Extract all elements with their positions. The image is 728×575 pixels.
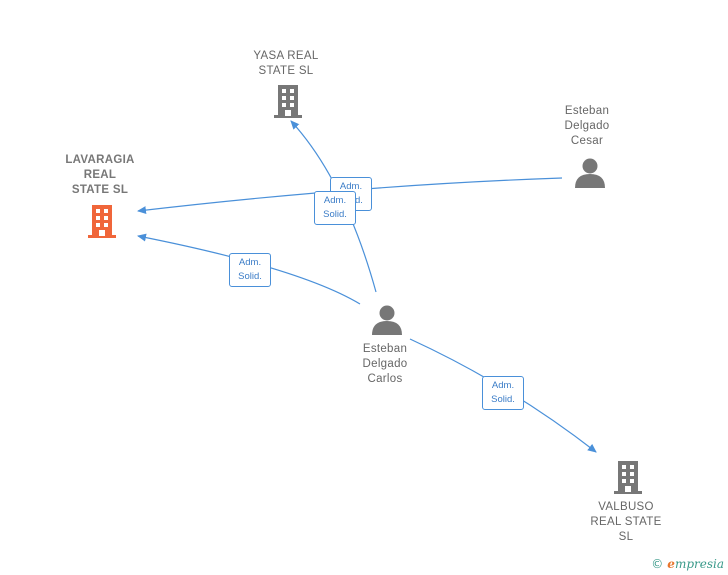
edge-label-type: Solid. <box>238 271 262 282</box>
brand-footer: ©empresia <box>651 557 724 571</box>
person-icon-esteban-cesar[interactable] <box>575 158 605 189</box>
building-icon-lavaragia[interactable] <box>88 205 116 238</box>
edge-carlos-to-lavaragia <box>137 233 361 305</box>
edge-label-type: Solid. <box>491 394 515 405</box>
brand-logo-name: mpresia <box>674 557 724 571</box>
building-icon-valbuso[interactable] <box>614 461 642 494</box>
edge-label-role: Adm. <box>491 380 515 391</box>
edge-label-role: Adm. <box>238 257 262 268</box>
node-label-esteban-cesar: Esteban Delgado Cesar <box>564 105 610 147</box>
building-icon-yasa[interactable] <box>274 85 302 118</box>
node-label-valbuso: VALBUSO REAL STATE SL <box>590 501 662 543</box>
node-label-yasa: YASA REAL STATE SL <box>253 50 319 77</box>
node-label-lavaragia: LAVARAGIA REAL STATE SL <box>65 154 135 196</box>
edge-label-role: Adm. <box>323 195 347 206</box>
copyright-symbol: © <box>651 557 664 571</box>
edge-label-carlos-yasa[interactable]: Adm. Solid. <box>314 191 356 225</box>
edge-label-carlos-valbuso[interactable]: Adm. Solid. <box>482 376 524 410</box>
person-icon-esteban-carlos[interactable] <box>372 305 402 336</box>
edge-label-type: Solid. <box>323 209 347 220</box>
brand-logo-initial: e <box>667 557 675 571</box>
edge-label-carlos-lavaragia[interactable]: Adm. Solid. <box>229 253 271 287</box>
node-label-esteban-carlos: Esteban Delgado Carlos <box>362 343 408 385</box>
edge-label-role: Adm. <box>339 181 363 192</box>
